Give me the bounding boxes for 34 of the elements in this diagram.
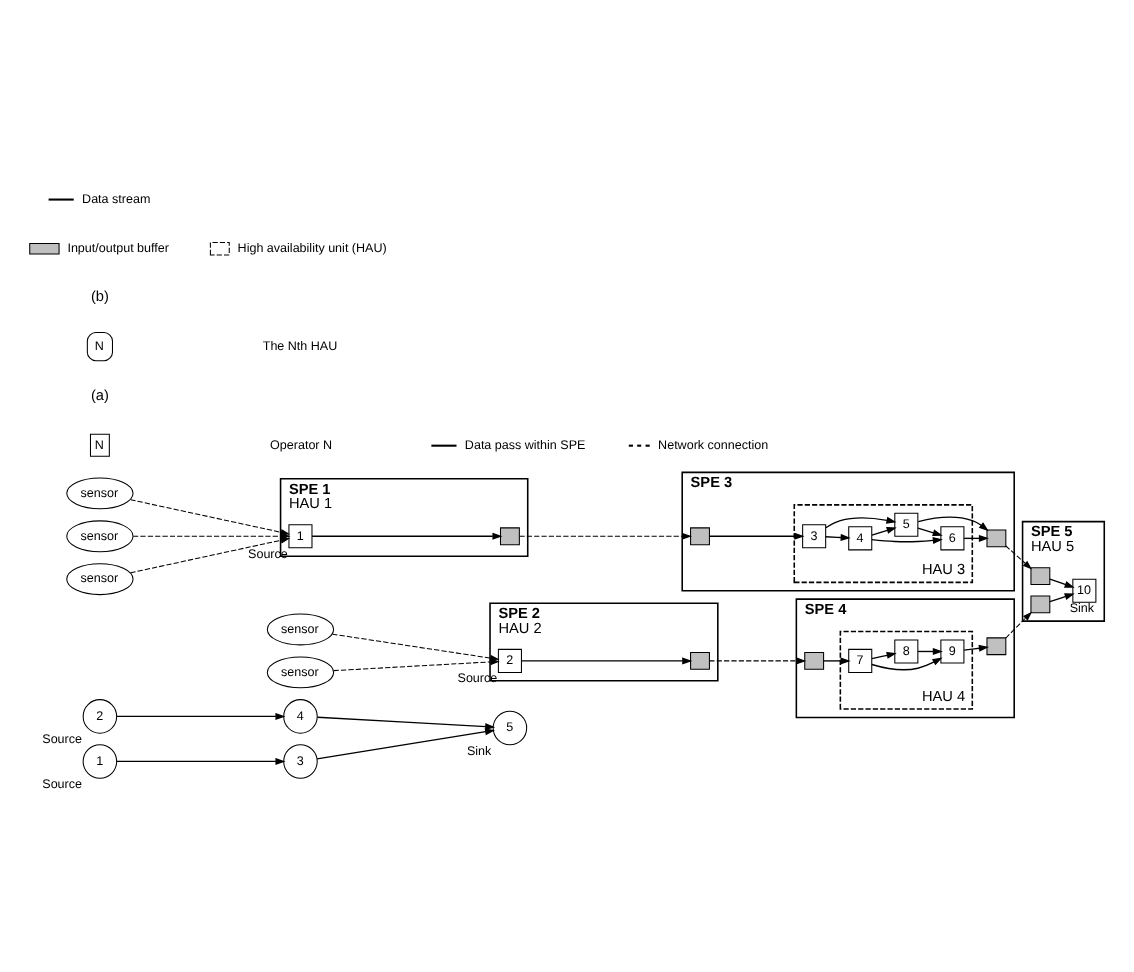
arrow bbox=[116, 757, 286, 765]
arrow bbox=[708, 657, 807, 665]
arrow bbox=[130, 537, 291, 574]
node-box bbox=[1030, 595, 1051, 614]
node-box bbox=[690, 527, 710, 546]
node-box bbox=[804, 652, 825, 670]
arrow bbox=[708, 532, 805, 540]
arrow bbox=[520, 657, 693, 665]
arrow bbox=[917, 527, 943, 537]
arrow bbox=[130, 499, 291, 536]
arrow bbox=[823, 657, 851, 665]
arrow bbox=[1005, 611, 1032, 639]
node-box bbox=[986, 637, 1007, 656]
arrow bbox=[825, 533, 851, 541]
arrow bbox=[311, 532, 503, 540]
node-box bbox=[690, 652, 710, 670]
arrow bbox=[316, 728, 496, 760]
arrow bbox=[1049, 578, 1075, 588]
node-box bbox=[1030, 567, 1051, 585]
node-box bbox=[986, 529, 1007, 548]
arrow bbox=[316, 716, 496, 731]
node-box bbox=[499, 527, 520, 546]
arrow bbox=[1049, 593, 1075, 603]
arrow bbox=[917, 516, 989, 532]
arrow bbox=[871, 651, 897, 660]
arrow bbox=[871, 657, 943, 671]
arrow bbox=[1005, 545, 1033, 570]
arrow bbox=[825, 516, 897, 529]
arrow bbox=[333, 658, 500, 672]
arrow bbox=[871, 536, 943, 544]
arrow bbox=[519, 532, 692, 540]
arrow bbox=[871, 527, 897, 536]
arrow bbox=[963, 644, 989, 652]
arrow bbox=[116, 712, 286, 720]
